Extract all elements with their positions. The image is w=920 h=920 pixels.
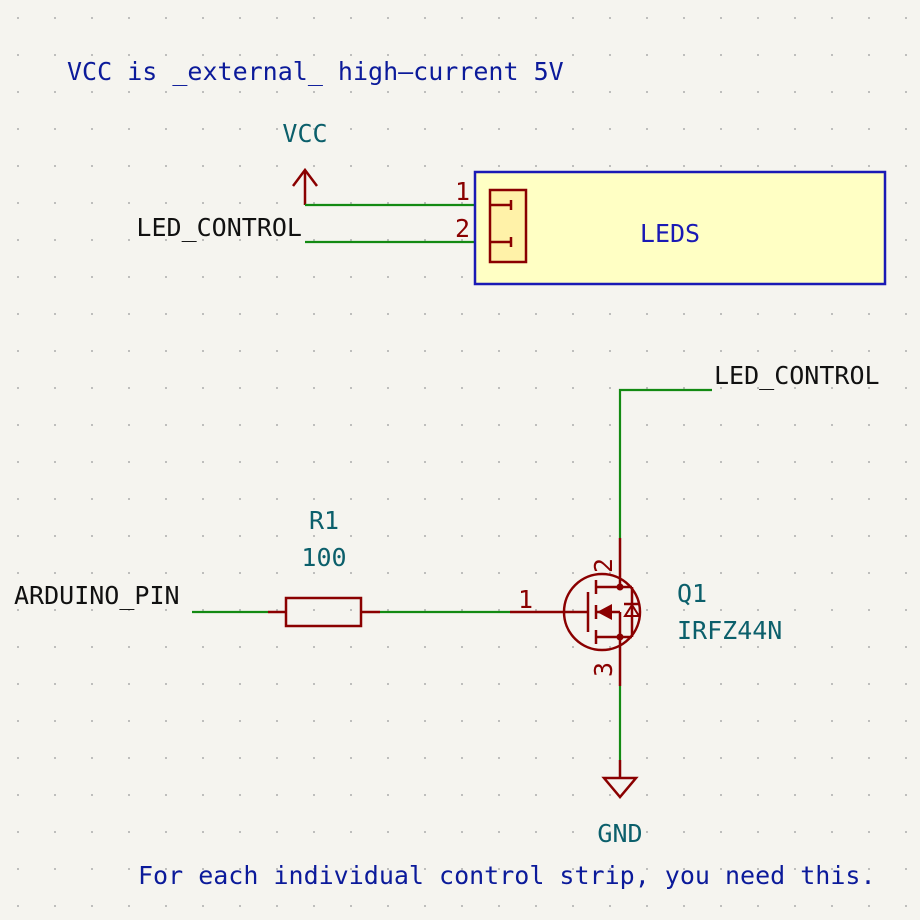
q1-pin-gate-number: 1 — [518, 585, 533, 614]
vcc-label: VCC — [282, 119, 327, 148]
r1-value: 100 — [301, 543, 346, 572]
wire-drain-to-ledcontrol[interactable] — [618, 388, 712, 538]
vcc-arrow-icon — [292, 167, 318, 187]
gnd-triangle-icon — [601, 776, 639, 799]
q1-pin-source-number: 3 — [589, 662, 618, 677]
q1-pin-drain-number: 2 — [589, 558, 618, 573]
q1-diode-triangle-icon — [623, 603, 641, 617]
q1-body-circle — [562, 572, 642, 652]
r1-body — [284, 596, 363, 628]
vcc-power-symbol[interactable]: VCC — [282, 119, 328, 205]
note-top: VCC is _external_ high—current 5V — [67, 57, 564, 86]
q1-junction-drain — [616, 583, 624, 591]
net-label-led-control-left[interactable]: LED_CONTROL — [136, 213, 302, 242]
connector-pin1-number: 1 — [455, 177, 470, 206]
resistor-r1[interactable]: R1 100 — [268, 506, 380, 628]
gnd-power-symbol[interactable]: GND — [597, 760, 643, 848]
q1-nchannel-arrow-icon — [597, 604, 612, 620]
r1-reference: R1 — [309, 506, 339, 535]
note-bottom: For each individual control strip, you n… — [138, 861, 876, 890]
leds-connector[interactable]: LEDS 1 2 — [455, 170, 887, 286]
q1-reference: Q1 — [677, 579, 707, 608]
net-label-arduino-pin[interactable]: ARDUINO_PIN — [14, 581, 180, 610]
mosfet-q1[interactable]: 1 2 3 Q1 IRFZ44N — [510, 538, 782, 686]
q1-value: IRFZ44N — [677, 616, 782, 645]
connector-body — [488, 188, 528, 264]
q1-junction-source — [616, 633, 624, 641]
connector-pin2-number: 2 — [455, 214, 470, 243]
leds-connector-title: LEDS — [640, 219, 700, 248]
leds-connector-box — [473, 170, 887, 286]
gnd-label: GND — [597, 819, 642, 848]
net-label-led-control-right[interactable]: LED_CONTROL — [714, 361, 880, 390]
